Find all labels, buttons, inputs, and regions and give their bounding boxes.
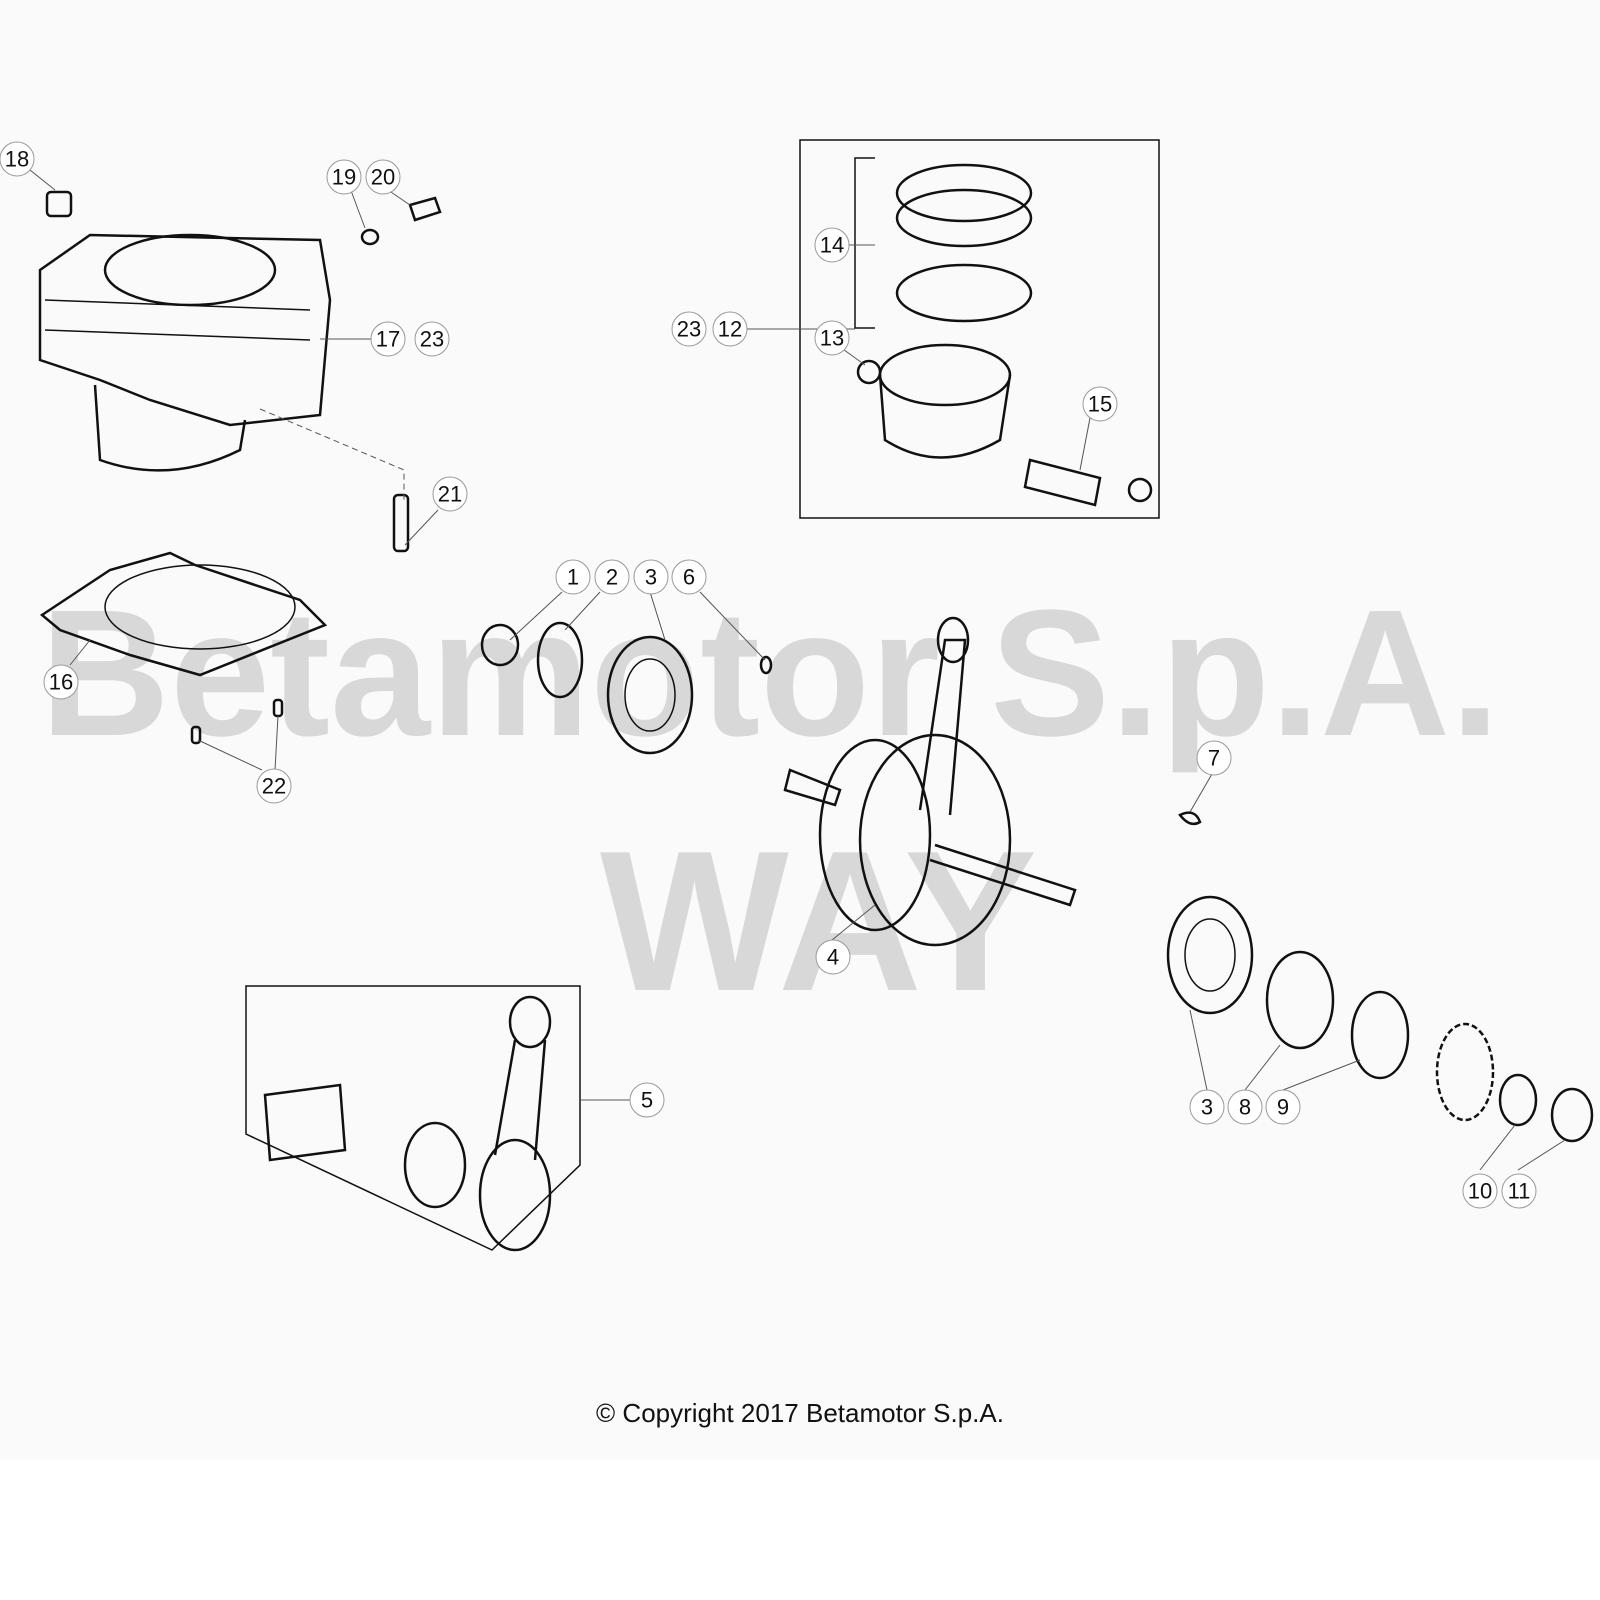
- svg-text:4: 4: [827, 945, 839, 970]
- key-7: [1178, 811, 1202, 826]
- bearing-5: [403, 1121, 467, 1209]
- svg-text:12: 12: [718, 317, 742, 342]
- gasket-16: [39, 551, 328, 677]
- callout[interactable]: 20: [365, 159, 401, 195]
- svg-text:5: 5: [641, 1088, 653, 1113]
- callout[interactable]: 7: [1196, 740, 1232, 776]
- callout[interactable]: 19: [326, 159, 362, 195]
- seal-2: [536, 621, 584, 699]
- callout[interactable]: 13: [814, 320, 850, 356]
- callout[interactable]: 15: [1082, 386, 1118, 422]
- key-6: [759, 655, 773, 675]
- callout[interactable]: 4: [815, 939, 851, 975]
- parts-diagram: Betamotor S.p.A. WAY: [0, 139, 1594, 1252]
- cylinder: [38, 233, 332, 472]
- svg-text:23: 23: [677, 317, 701, 342]
- callout[interactable]: 23: [671, 311, 707, 347]
- washer-10: [1498, 1073, 1538, 1127]
- bolt-21: [392, 493, 410, 553]
- svg-text:19: 19: [332, 165, 356, 190]
- callout[interactable]: 22: [256, 768, 292, 804]
- washer-19: [360, 228, 380, 246]
- callout[interactable]: 3: [1189, 1089, 1225, 1125]
- piston-rings: [895, 163, 1033, 323]
- svg-text:14: 14: [820, 233, 844, 258]
- nut-11: [1550, 1087, 1594, 1143]
- callout[interactable]: 1: [555, 559, 591, 595]
- pin-22a: [190, 725, 202, 745]
- screw-20: [408, 196, 442, 222]
- callout[interactable]: 14: [814, 227, 850, 263]
- callout[interactable]: 21: [432, 476, 468, 512]
- callout[interactable]: 17: [370, 321, 406, 357]
- svg-text:22: 22: [262, 774, 286, 799]
- callout[interactable]: 23: [414, 321, 450, 357]
- svg-text:7: 7: [1208, 746, 1220, 771]
- svg-text:21: 21: [438, 482, 462, 507]
- piston: [878, 343, 1012, 459]
- callout[interactable]: 12: [712, 311, 748, 347]
- exploded-view: Betamotor S.p.A. WAY: [0, 139, 1594, 1252]
- callout[interactable]: 16: [43, 664, 79, 700]
- svg-text:3: 3: [1201, 1095, 1213, 1120]
- crankshaft-4: [783, 616, 1077, 947]
- callout[interactable]: 6: [671, 559, 707, 595]
- callout[interactable]: 11: [1501, 1173, 1537, 1209]
- dowel-18: [45, 190, 73, 218]
- circlip-15: [1127, 477, 1153, 503]
- pin-5: [263, 1083, 347, 1162]
- watermark-text: Betamotor S.p.A.: [40, 573, 1500, 774]
- bearing-3: [606, 635, 694, 755]
- callout[interactable]: 3: [633, 559, 669, 595]
- nut-1: [480, 623, 520, 667]
- svg-text:8: 8: [1239, 1095, 1251, 1120]
- spacer-9: [1350, 990, 1410, 1080]
- svg-text:2: 2: [606, 565, 618, 590]
- svg-text:17: 17: [376, 327, 400, 352]
- copyright-notice: © Copyright 2017 Betamotor S.p.A.: [596, 1398, 1004, 1428]
- callout[interactable]: 10: [1462, 1173, 1498, 1209]
- seal-8: [1265, 950, 1335, 1050]
- callout[interactable]: 8: [1227, 1089, 1263, 1125]
- bearing-3b: [1166, 895, 1254, 1015]
- svg-text:13: 13: [820, 326, 844, 351]
- svg-text:23: 23: [420, 327, 444, 352]
- svg-text:10: 10: [1468, 1179, 1492, 1204]
- watermark-text-2: WAY: [600, 810, 1037, 1033]
- gear: [1435, 1022, 1495, 1122]
- svg-text:18: 18: [5, 147, 29, 172]
- svg-text:15: 15: [1088, 392, 1112, 417]
- svg-text:11: 11: [1508, 1179, 1531, 1204]
- leader-lines: [29, 169, 1566, 1171]
- piston-pin-15: [1023, 458, 1102, 507]
- callout[interactable]: 9: [1265, 1089, 1301, 1125]
- svg-text:3: 3: [645, 565, 657, 590]
- svg-text:9: 9: [1277, 1095, 1289, 1120]
- callout[interactable]: 5: [629, 1082, 665, 1118]
- callout[interactable]: 18: [0, 141, 35, 177]
- conrod-kit-frame: [245, 985, 581, 1251]
- rings-bracket: [854, 157, 875, 329]
- connecting-rod-5: [478, 995, 552, 1252]
- svg-text:6: 6: [683, 565, 695, 590]
- callout[interactable]: 2: [594, 559, 630, 595]
- svg-text:16: 16: [49, 670, 73, 695]
- circlip-13: [856, 359, 882, 385]
- svg-text:20: 20: [371, 165, 395, 190]
- svg-text:1: 1: [567, 565, 579, 590]
